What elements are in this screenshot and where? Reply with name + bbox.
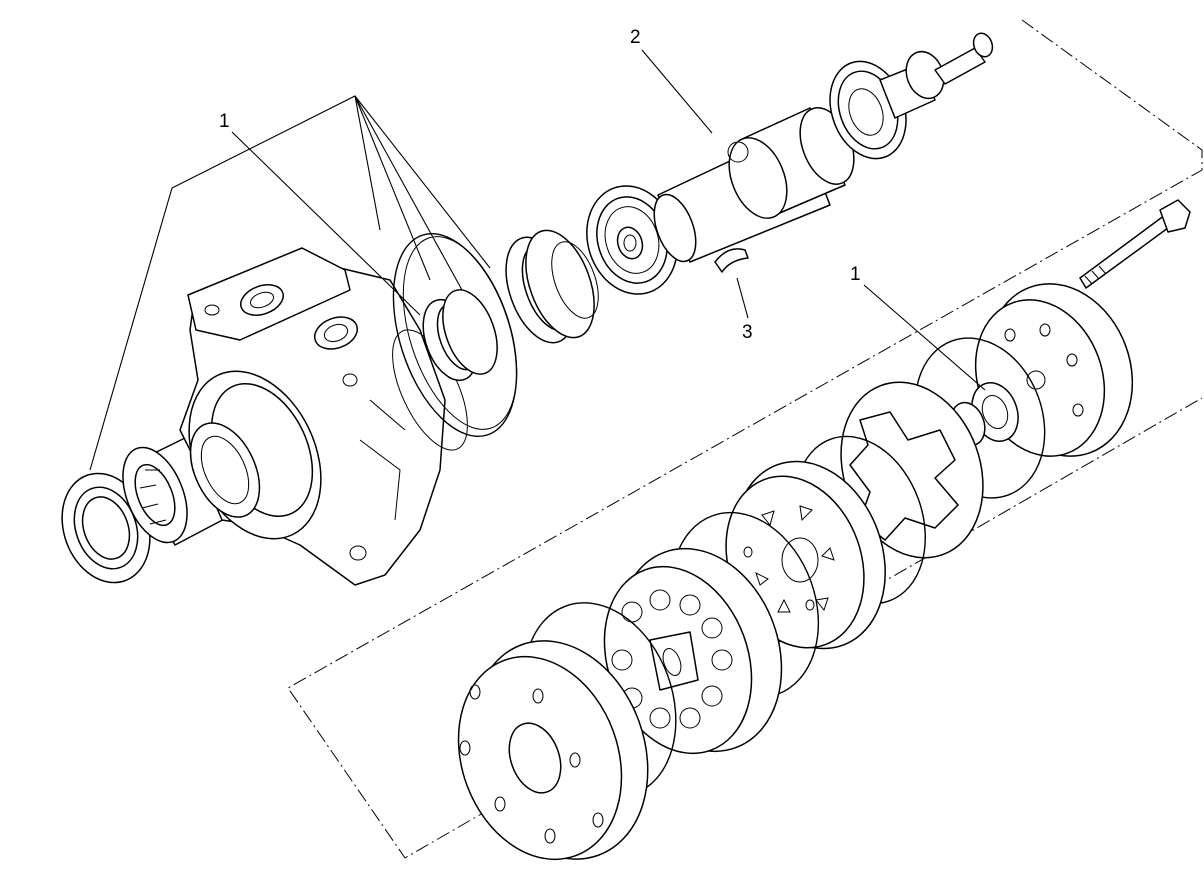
callout-3-middle: 3	[742, 322, 753, 343]
callout-1-left: 1	[219, 111, 230, 132]
tie-bolt-part	[1079, 199, 1191, 289]
motor-housing-part	[179, 247, 468, 586]
leader-lines	[89, 49, 986, 471]
seal-ring-set-left	[422, 289, 498, 382]
seal-ring-set-middle	[505, 229, 599, 344]
rotor-stator-part	[603, 511, 820, 755]
large-o-ring-part	[392, 233, 518, 437]
needle-bushing-part	[122, 437, 233, 546]
woodruff-key-part	[714, 248, 749, 273]
end-o-ring-part	[914, 337, 1046, 499]
callout-1-right: 1	[850, 264, 861, 285]
front-flange-part	[457, 602, 677, 861]
drive-shaft-part	[653, 107, 855, 263]
callout-2-top: 2	[630, 27, 641, 48]
end-cap-right-part	[974, 283, 1134, 457]
commutator-plate-part	[840, 381, 984, 559]
spline-gear-bearing-part	[829, 32, 994, 160]
